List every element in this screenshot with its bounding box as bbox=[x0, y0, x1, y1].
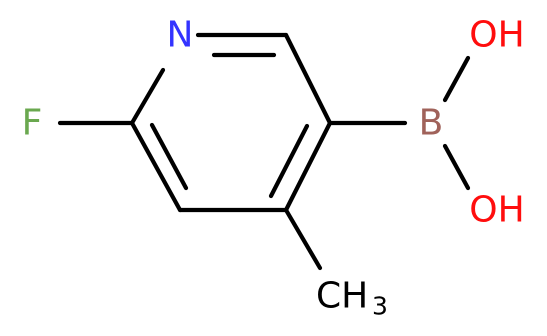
bond-c3-c4-inner bbox=[268, 123, 310, 199]
methyl-subscript: 3 bbox=[372, 292, 388, 321]
bond-c4-ch3 bbox=[283, 207, 323, 271]
hydroxyl-bottom-label: OH bbox=[469, 190, 524, 231]
bond-b-oh-bottom bbox=[442, 143, 471, 191]
atom-labels: N F B OH OH CH 3 bbox=[22, 15, 525, 321]
methyl-label: CH bbox=[316, 276, 368, 317]
bonds bbox=[57, 32, 471, 271]
bond-b-oh-top bbox=[442, 55, 471, 103]
bond-c5-c1-inner bbox=[149, 122, 189, 191]
bond-c2-c3 bbox=[283, 32, 333, 126]
bond-c5-c1 bbox=[129, 120, 183, 213]
boron-label: B bbox=[419, 103, 444, 144]
bond-c3-c4 bbox=[283, 120, 333, 213]
nitrogen-label: N bbox=[167, 15, 194, 56]
fluorine-label: F bbox=[22, 103, 43, 144]
bond-c1-n bbox=[129, 67, 166, 126]
hydroxyl-top-label: OH bbox=[469, 15, 524, 56]
